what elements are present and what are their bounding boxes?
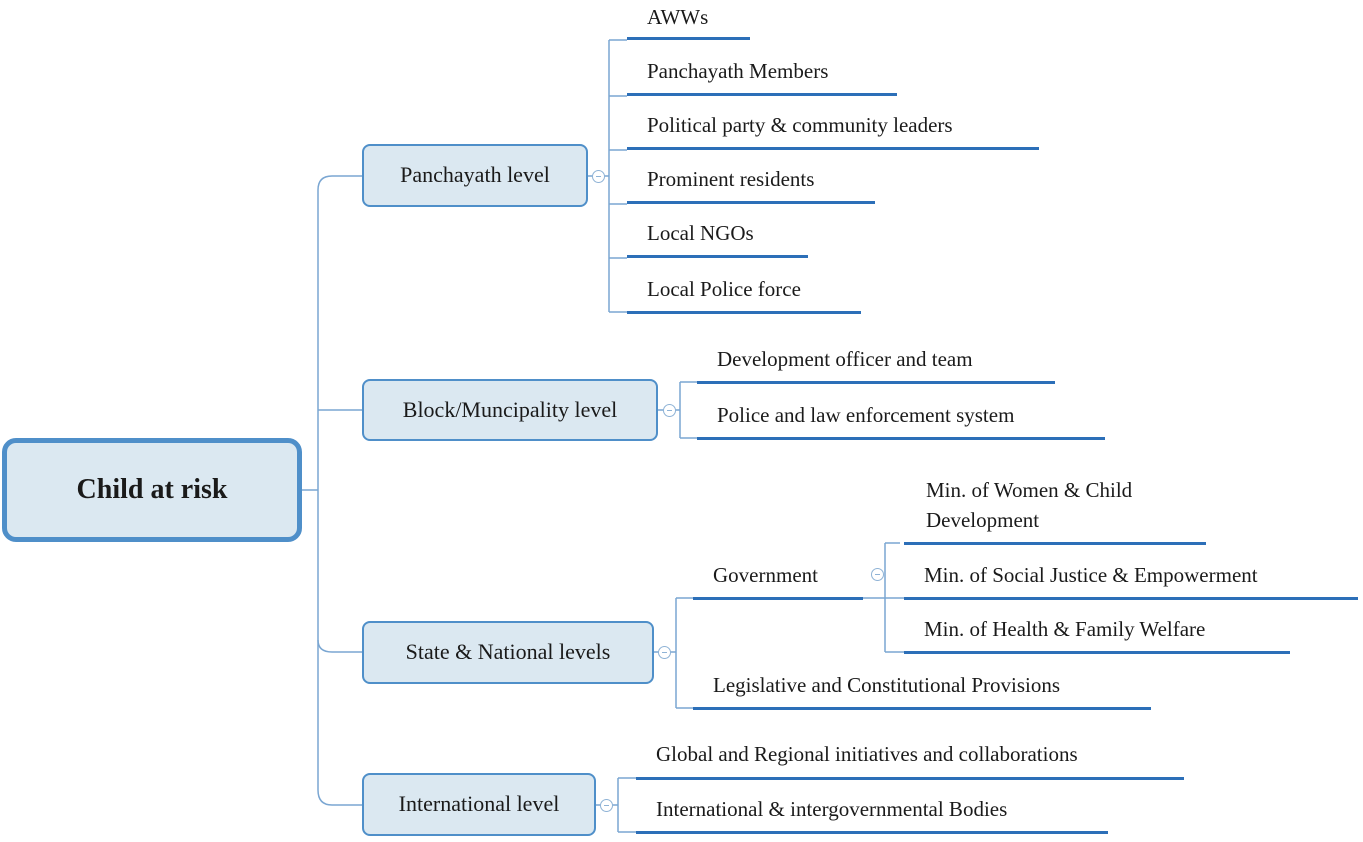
connector-government-trunk — [884, 542, 904, 653]
leaf-development-officer-team[interactable]: Development officer and team — [697, 344, 1055, 384]
leaf-global-regional-initiatives[interactable]: Global and Regional initiatives and coll… — [636, 739, 1184, 780]
collapse-panchayath-icon[interactable] — [592, 170, 605, 183]
connector-state-trunk — [675, 597, 693, 709]
leaf-min-women-child-development[interactable]: Min. of Women & Child Development — [904, 475, 1206, 545]
leaf-prominent-residents[interactable]: Prominent residents — [627, 164, 875, 204]
root-node[interactable]: Child at risk — [2, 438, 302, 542]
leaf-government[interactable]: Government — [693, 560, 863, 600]
collapse-government-icon[interactable] — [871, 568, 884, 581]
branch-block-level[interactable]: Block/Muncipality level — [362, 379, 658, 441]
root-label: Child at risk — [76, 473, 228, 505]
branch-international-level[interactable]: International level — [362, 773, 596, 836]
leaf-legislative-constitutional-provisions[interactable]: Legislative and Constitutional Provision… — [693, 670, 1151, 710]
branch-label: International level — [398, 791, 560, 817]
leaf-min-social-justice-empowerment[interactable]: Min. of Social Justice & Empowerment — [904, 560, 1358, 600]
leaf-political-party-community-leaders[interactable]: Political party & community leaders — [627, 110, 1039, 150]
collapse-international-icon[interactable] — [600, 799, 613, 812]
collapse-block-icon[interactable] — [663, 404, 676, 417]
branch-label: State & National levels — [405, 639, 611, 665]
leaf-panchayath-members[interactable]: Panchayath Members — [627, 56, 897, 96]
leaf-international-intergovernmental-bodies[interactable]: International & intergovernmental Bodies — [636, 794, 1108, 834]
connector-block-trunk — [679, 381, 697, 439]
leaf-police-law-enforcement[interactable]: Police and law enforcement system — [697, 400, 1105, 440]
connector-international-trunk — [617, 777, 636, 833]
leaf-local-ngos[interactable]: Local NGOs — [627, 218, 808, 258]
connector-panchayath-trunk — [608, 39, 627, 313]
branch-label: Panchayath level — [400, 162, 550, 188]
connector-root-trunk — [317, 175, 362, 806]
leaf-local-police-force[interactable]: Local Police force — [627, 274, 861, 314]
branch-state-national-levels[interactable]: State & National levels — [362, 621, 654, 684]
collapse-state-icon[interactable] — [658, 646, 671, 659]
branch-panchayath-level[interactable]: Panchayath level — [362, 144, 588, 207]
leaf-min-health-family-welfare[interactable]: Min. of Health & Family Welfare — [904, 614, 1290, 654]
leaf-awws[interactable]: AWWs — [627, 2, 750, 40]
branch-label: Block/Muncipality level — [402, 396, 618, 422]
connector-root-state — [317, 639, 362, 653]
